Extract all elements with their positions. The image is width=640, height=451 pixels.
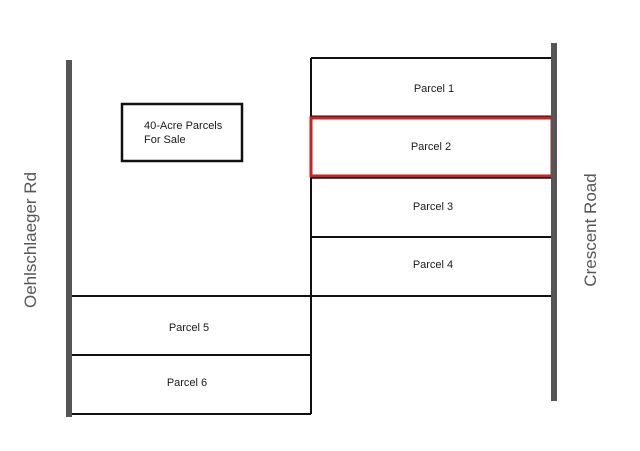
parcel-boundaries [69, 57, 553, 415]
parcel-1-label: Parcel 1 [414, 83, 454, 95]
for-sale-sign-box [120, 102, 244, 163]
oehlschlaeger-road-label: Oehlschlaeger Rd [21, 172, 40, 308]
crescent-road-label: Crescent Road [581, 173, 600, 286]
for-sale-sign: 40-Acre Parcels For Sale [120, 102, 244, 163]
for-sale-sign-line-2: For Sale [144, 134, 186, 146]
parcel-3-label: Parcel 3 [413, 201, 453, 213]
parcel-2-label: Parcel 2 [411, 141, 451, 153]
parcel-4-label: Parcel 4 [413, 259, 453, 271]
oehlschlaeger-road [66, 60, 72, 417]
crescent-road [551, 43, 557, 401]
parcel-6-label: Parcel 6 [167, 377, 207, 389]
parcel-5-label: Parcel 5 [169, 322, 209, 334]
for-sale-sign-line-1: 40-Acre Parcels [144, 120, 223, 132]
